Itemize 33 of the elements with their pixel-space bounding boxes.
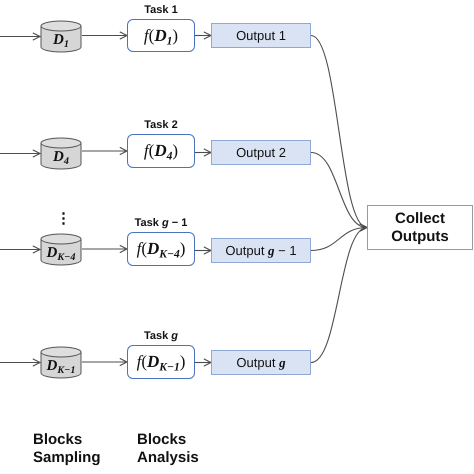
output-box: Output g − 1 — [211, 238, 311, 263]
arrow — [0, 149, 41, 158]
output-box: Output 2 — [211, 140, 311, 165]
arrow — [82, 31, 128, 40]
task-label: Task g − 1 — [134, 217, 188, 230]
function-box: f(D$_{K−1}$) — [127, 345, 195, 379]
function-box: f(D$_{4}$) — [127, 134, 195, 168]
arrow — [82, 244, 128, 254]
vertical-ellipsis: ⋮ — [56, 211, 71, 227]
output-box: Output 1 — [211, 23, 311, 48]
arrow — [82, 146, 128, 156]
collect-box: Collect Outputs — [367, 205, 473, 250]
database-cylinder: D$_{K−1}$ — [40, 346, 82, 379]
task-label: Task 2 — [144, 119, 178, 132]
task-label: Task g — [144, 330, 178, 343]
arrow — [0, 245, 41, 254]
arrow — [0, 32, 41, 41]
arrow — [195, 148, 212, 157]
arrow — [195, 31, 212, 40]
column-caption: Blocks Sampling — [33, 431, 102, 467]
function-box: f(D$_{K−4}$) — [127, 232, 195, 266]
arrow — [195, 358, 212, 367]
arrow — [0, 358, 41, 367]
task-label: Task 1 — [144, 4, 178, 17]
arrow — [310, 226, 368, 363]
database-cylinder: D$_{1}$ — [40, 20, 82, 53]
column-caption: Blocks Analysis — [137, 431, 200, 467]
database-cylinder: D$_{4}$ — [40, 137, 82, 170]
database-cylinder: D$_{K−4}$ — [40, 233, 82, 266]
arrow — [195, 246, 212, 255]
function-box: f(D$_{1}$) — [127, 19, 195, 52]
arrow — [82, 358, 128, 366]
output-box: Output g — [211, 350, 311, 375]
